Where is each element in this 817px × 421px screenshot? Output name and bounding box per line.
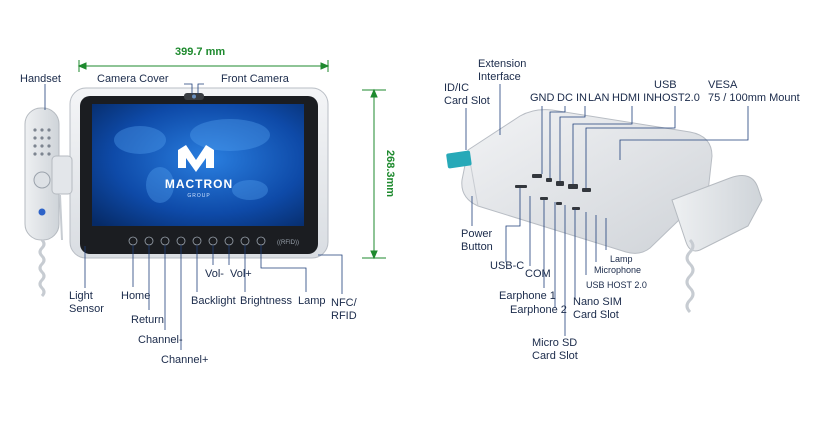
label-microphone: Microphone — [594, 265, 642, 275]
label-backlight: Backlight — [191, 295, 236, 307]
back-leader-lines — [465, 84, 749, 336]
label-com: COM — [525, 268, 551, 280]
label-camera-cover: Camera Cover — [97, 73, 169, 85]
label-usb-c: USB-C — [490, 260, 525, 272]
label-brightness: Brightness — [240, 295, 292, 307]
label-lan: LAN — [588, 92, 610, 104]
front-handset — [24, 107, 73, 298]
label-usb-host20-small: USB HOST 2.0 — [586, 280, 647, 290]
logo-subtext: GROUP — [187, 193, 210, 199]
back-tablet — [446, 109, 763, 314]
label-earphone2: Earphone 2 — [510, 304, 567, 316]
label-return: Return — [131, 314, 165, 326]
label-channel-plus: Channel+ — [161, 354, 209, 366]
id-card-icon — [446, 150, 472, 169]
label-channel-minus: Channel- — [138, 334, 183, 346]
label-front-camera: Front Camera — [221, 73, 289, 85]
width-dimension-line — [77, 60, 330, 72]
front-tablet: MACTRON GROUP ((RFID)) — [69, 87, 329, 259]
label-nfc-rfid: NFC/RFID — [331, 297, 357, 322]
label-lamp: Lamp — [298, 295, 326, 307]
label-home: Home — [121, 290, 151, 302]
label-vol-minus: Vol- — [205, 268, 224, 280]
front-leader-lines — [44, 83, 343, 350]
height-dimension-label: 268.3mm — [384, 150, 396, 198]
label-earphone1: Earphone 1 — [499, 290, 556, 302]
label-handset: Handset — [20, 73, 61, 85]
label-vol-plus: Vol+ — [230, 268, 252, 280]
nfc-mark: ((RFID)) — [277, 240, 299, 246]
label-dc-in: DC IN — [557, 92, 587, 104]
label-hdmi-in: HDMI IN — [612, 92, 655, 104]
width-dimension-label: 399.7 mm — [175, 46, 226, 58]
label-gnd: GND — [530, 92, 555, 104]
logo-text: MACTRON — [165, 177, 233, 191]
label-lamp-back: Lamp — [610, 254, 633, 264]
height-dimension-line — [362, 88, 386, 260]
mactron-logo — [178, 145, 214, 172]
